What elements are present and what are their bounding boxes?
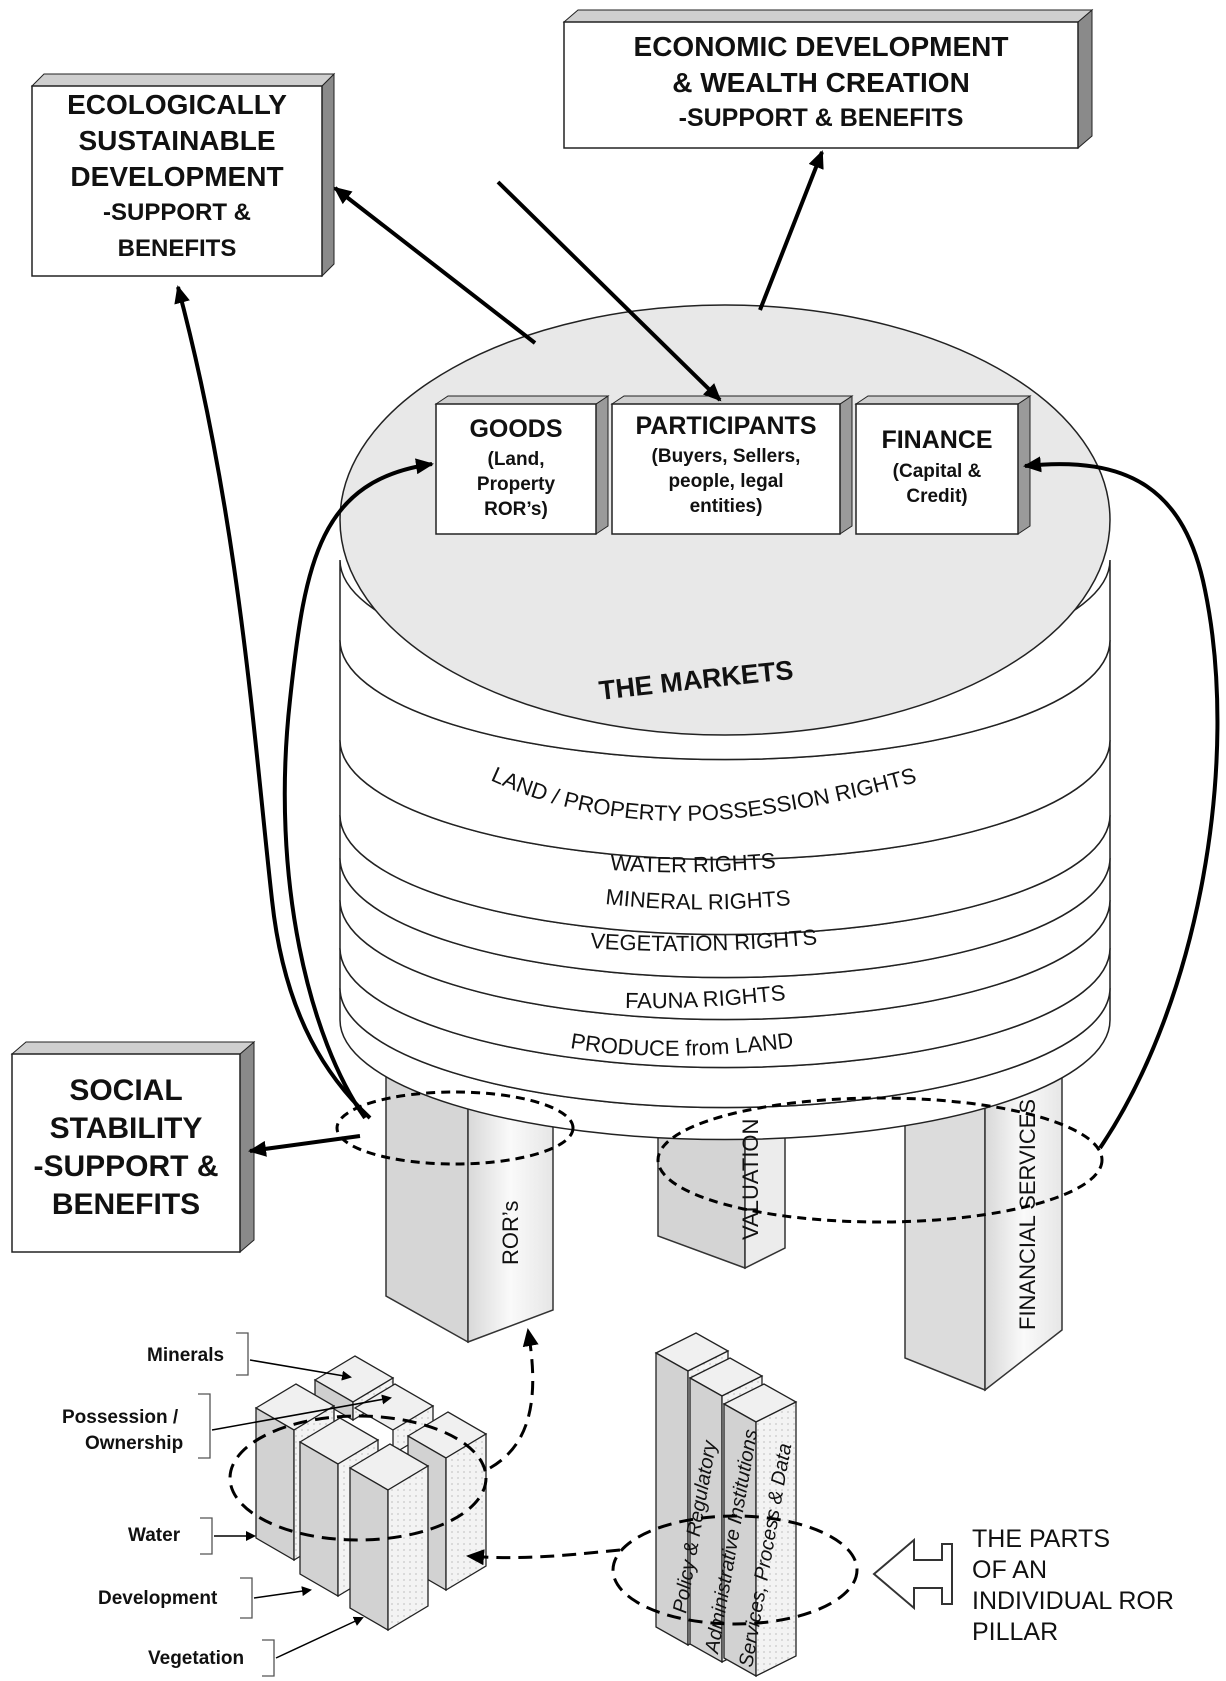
ecological-box: ECOLOGICALLY SUSTAINABLE DEVELOPMENT -SU…	[30, 72, 336, 278]
arrow-financial-to-finance	[1023, 456, 1220, 1150]
pointer-arrow-icon	[872, 1537, 953, 1611]
label-vegetation: Vegetation	[148, 1648, 244, 1669]
participants-line: people, legal	[668, 471, 783, 492]
arrow-rors-to-ecological	[174, 285, 372, 1120]
arrow-to-participants	[496, 180, 722, 402]
label-water: Water	[128, 1525, 181, 1546]
arrow-cubes-to-rors	[489, 1328, 539, 1470]
goods-line: Property	[477, 474, 556, 495]
label-development: Development	[98, 1588, 218, 1609]
goods-box: GOODS (Land, Property ROR’s)	[434, 395, 610, 535]
finance-title: FINANCE	[881, 426, 992, 454]
ecological-line: DEVELOPMENT	[70, 161, 283, 192]
ror-part-bars	[654, 1332, 798, 1678]
pillar-rors-label: ROR’s	[498, 1201, 523, 1265]
bar-services-process-data	[722, 1383, 798, 1678]
ecological-line: BENEFITS	[118, 235, 237, 262]
arrow-parts-to-cubes	[466, 1548, 621, 1566]
goods-line: (Land,	[488, 449, 545, 470]
cube-dashed-links	[228, 1328, 621, 1566]
ecological-line: ECOLOGICALLY	[67, 89, 287, 120]
participants-box: PARTICIPANTS (Buyers, Sellers, people, l…	[610, 395, 854, 535]
economic-line: ECONOMIC DEVELOPMENT	[634, 31, 1009, 62]
cube-labels: Minerals Possession / Ownership Water De…	[62, 1332, 392, 1677]
ror-cube-cluster	[254, 1355, 488, 1632]
economic-line: & WEALTH CREATION	[672, 67, 970, 98]
finance-line: Credit)	[906, 486, 967, 507]
social-line: SOCIAL	[69, 1074, 182, 1107]
layer-water: WATER RIGHTS	[610, 848, 777, 878]
ring-cubes	[228, 1414, 488, 1542]
social-line: -SUPPORT &	[33, 1150, 218, 1183]
ring-ror-parts	[611, 1514, 859, 1626]
ecological-line: SUSTAINABLE	[78, 125, 275, 156]
arrow-rors-to-goods	[282, 458, 434, 1120]
label-minerals: Minerals	[147, 1345, 224, 1366]
dashed-rings	[335, 1090, 1104, 1224]
finance-box: FINANCE (Capital & Credit)	[854, 395, 1032, 535]
social-box: SOCIAL STABILITY -SUPPORT & BENEFITS	[10, 1040, 256, 1254]
parts-caption-line: INDIVIDUAL ROR	[972, 1587, 1174, 1615]
economic-line: -SUPPORT & BENEFITS	[679, 104, 964, 132]
participants-title: PARTICIPANTS	[635, 412, 816, 440]
goods-title: GOODS	[469, 415, 562, 443]
participants-line: entities)	[690, 496, 763, 517]
social-line: STABILITY	[50, 1112, 203, 1145]
parts-caption-line: THE PARTS	[972, 1525, 1110, 1553]
connector-arrows	[174, 150, 1220, 1157]
parts-caption-line: OF AN	[972, 1556, 1047, 1584]
ring-valuation-financial	[656, 1096, 1104, 1224]
participants-line: (Buyers, Sellers,	[652, 446, 801, 467]
pillar-valuation-label: VALUATION	[738, 1119, 763, 1240]
label-ownership: Ownership	[85, 1433, 183, 1454]
economic-box: ECONOMIC DEVELOPMENT & WEALTH CREATION -…	[562, 8, 1094, 150]
arrow-to-economic	[758, 150, 824, 311]
ecological-line: -SUPPORT &	[103, 199, 251, 226]
parts-caption-line: PILLAR	[972, 1618, 1058, 1646]
ring-rors	[335, 1090, 575, 1166]
finance-line: (Capital &	[893, 461, 982, 482]
pillar-financial-label: FINANCIAL SERVICES	[1015, 1099, 1040, 1330]
social-line: BENEFITS	[52, 1188, 200, 1221]
goods-line: ROR’s)	[484, 499, 548, 520]
label-possession: Possession /	[62, 1407, 179, 1428]
arrow-to-ecological	[333, 186, 537, 345]
